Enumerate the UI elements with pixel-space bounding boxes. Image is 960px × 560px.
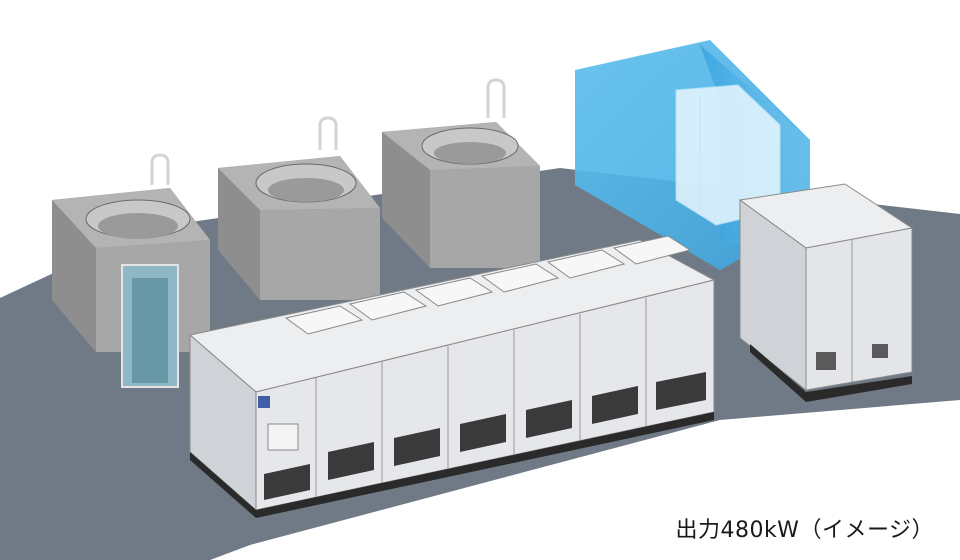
caption: 出力480kW（イメージ） <box>675 518 934 543</box>
cooling-tank-3 <box>382 78 540 268</box>
cooling-tank-2 <box>218 116 380 300</box>
transformer-cabinet <box>738 183 914 402</box>
inverter-cabinet <box>188 235 716 518</box>
cooling-tank-1 <box>52 153 210 388</box>
